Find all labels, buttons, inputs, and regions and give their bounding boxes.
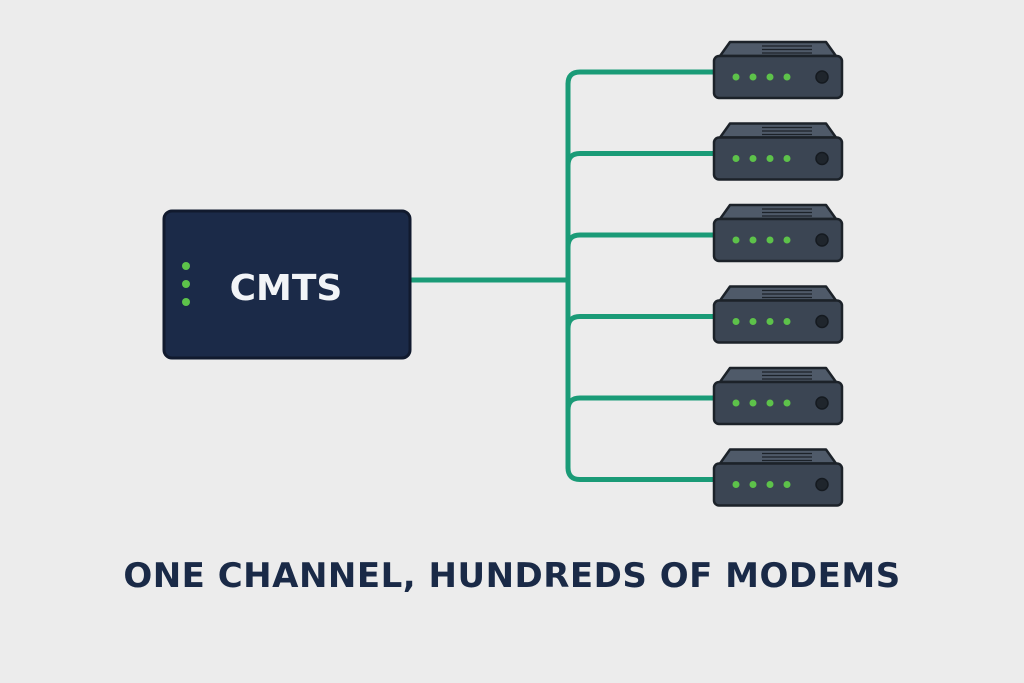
modem-3	[712, 203, 844, 263]
modem-led	[783, 73, 791, 81]
modem-led	[783, 236, 791, 244]
cmts-box: CMTS	[162, 209, 412, 360]
modem-led	[766, 236, 774, 244]
modem-led	[749, 318, 757, 325]
modem-power-button	[815, 396, 829, 410]
modem-body	[712, 462, 844, 507]
modem-link	[565, 465, 719, 482]
modem-led	[732, 399, 740, 407]
modem-led	[766, 399, 774, 407]
modem-led	[766, 318, 774, 325]
modem-link	[565, 395, 719, 413]
modem-link	[565, 151, 719, 168]
modem-led	[783, 481, 791, 488]
modem-body	[712, 136, 844, 181]
modem-led	[783, 155, 791, 162]
links	[407, 69, 719, 482]
modem-2	[712, 122, 844, 181]
modems	[712, 40, 844, 507]
modem-1	[712, 40, 844, 100]
modem-power-button	[815, 70, 829, 84]
modem-body	[712, 380, 844, 426]
modem-6	[712, 448, 844, 507]
modem-body	[712, 299, 844, 344]
modem-led	[783, 399, 791, 407]
cmts-label: CMTS	[230, 268, 343, 309]
modem-link	[565, 69, 719, 87]
cmts-indicator-led	[182, 298, 190, 306]
modem-led	[766, 481, 774, 488]
modem-body	[712, 54, 844, 100]
modem-led	[749, 481, 757, 488]
modem-power-button	[815, 151, 829, 166]
modem-link	[565, 314, 719, 331]
cmts-indicator-led	[182, 280, 190, 288]
modem-led	[749, 236, 757, 244]
modem-5	[712, 366, 844, 426]
modem-link	[565, 232, 719, 250]
modem-power-button	[815, 233, 829, 247]
modem-power-button	[815, 314, 829, 329]
modem-body	[712, 217, 844, 263]
modem-led	[766, 73, 774, 81]
modem-led	[749, 73, 757, 81]
diagram-caption: ONE CHANNEL, HUNDREDS OF MODEMS	[123, 556, 901, 596]
modem-led	[783, 318, 791, 325]
modem-led	[732, 481, 740, 488]
modem-led	[732, 155, 740, 162]
modem-led	[732, 318, 740, 325]
modem-power-button	[815, 477, 829, 492]
modem-led	[749, 155, 757, 162]
modem-led	[732, 236, 740, 244]
modem-led	[749, 399, 757, 407]
modem-led	[766, 155, 774, 162]
modem-led	[732, 73, 740, 81]
cmts-indicator-led	[182, 262, 190, 270]
cmts-rect	[162, 209, 412, 360]
modem-4	[712, 285, 844, 344]
cmts-indicators	[182, 262, 190, 306]
